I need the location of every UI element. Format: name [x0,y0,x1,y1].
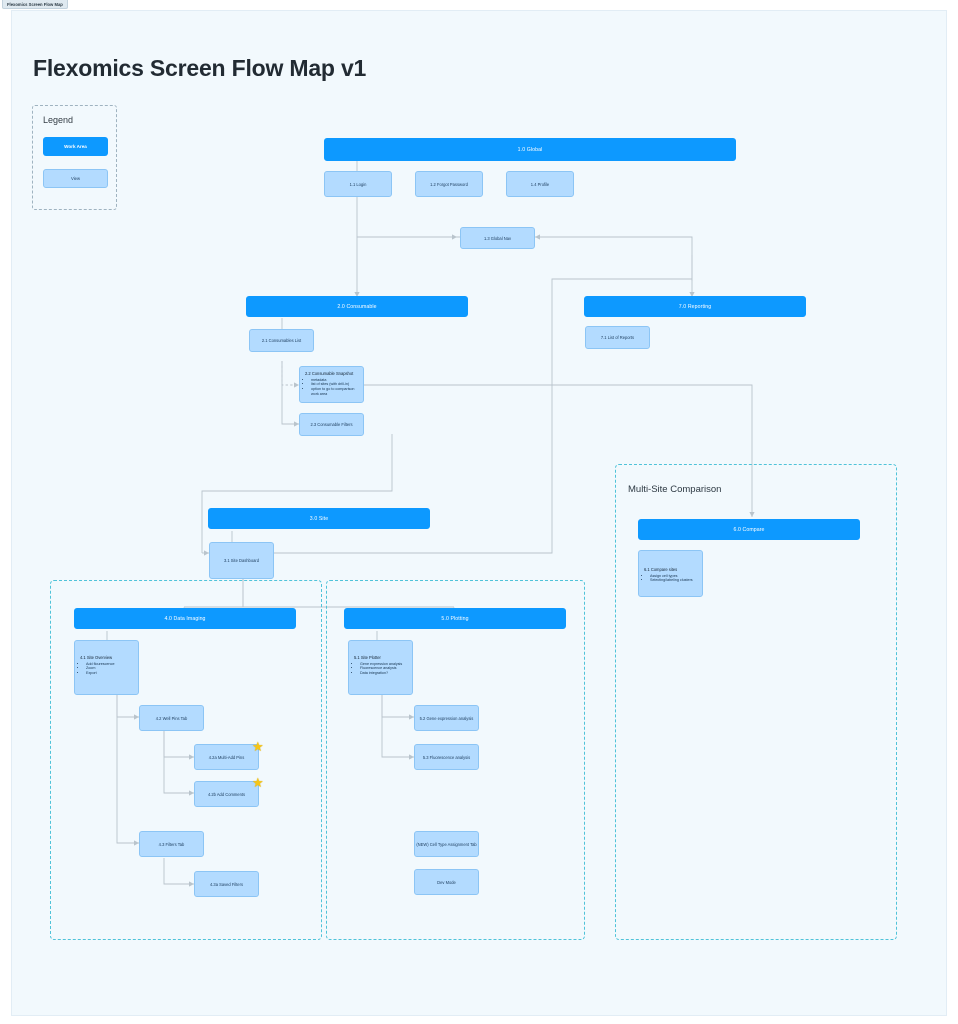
node-saved-filters-label: 4.3a Saved Filters [210,881,243,887]
legend-label-view: View [70,176,80,181]
node-global[interactable]: 1.0 Global [324,138,736,161]
node-consumable-label: 2.0 Consumable [337,303,377,310]
node-consumable-filters[interactable]: 2.3 Consumable Filters [299,413,364,436]
group-title-multi-site-comparison: Multi-Site Comparison [628,484,722,495]
node-data-imaging-label: 4.0 Data Imaging [164,615,206,622]
legend-title: Legend [43,115,74,125]
node-consumable-snapshot-label: 2.2 Consumable Snapshot [305,371,354,376]
node-global-label: 1.0 Global [517,146,543,153]
node-consumables-list-label: 2.1 Consumables List [261,338,302,343]
browser-tab[interactable]: Flexomics Screen Flow Map [2,0,68,9]
node-forgot-password-label: 1.2 Forgot Password [430,181,468,187]
node-site-label: 3.0 Site [309,515,329,522]
node-global-nav[interactable]: 1.3 Global Nav [460,227,535,249]
node-site-plotter-bullets: Gene expression analysis Fluorescence an… [354,662,402,676]
legend-swatch-view: View [43,169,108,188]
node-consumable-snapshot-bullets: metadata list of sites (with drill-in) o… [305,378,358,397]
bullet-item: Add flourescence [86,662,115,667]
node-reporting[interactable]: 7.0 Reporting [584,296,806,317]
bullet-item: Assign cell types [650,574,693,579]
node-filters-tab-label: 4.3 Filters Tab [158,841,185,847]
node-site-overview[interactable]: 4.1 Site Overview Add flourescence Zoom … [74,640,139,695]
node-cell-type-assignment-tab[interactable]: (NEW) Cell Type Assignment Tab [414,831,479,857]
group-multi-site-comparison [615,464,897,940]
node-compare-sites-label: 6.1 Compare sites [644,567,678,572]
node-compare-sites[interactable]: 6.1 Compare sites Assign cell types Sele… [638,550,703,597]
node-consumable-snapshot[interactable]: 2.2 Consumable Snapshot metadata list of… [299,366,364,403]
node-multi-add-pins-label: 4.2a Multi-Add Pins [208,754,245,760]
star-icon: ★ [252,775,264,790]
node-reporting-label: 7.0 Reporting [678,303,712,310]
node-gene-expression-analysis-label: 5.2 Gene expression analysis [419,715,474,721]
node-site-plotter-label: 5.1 Site Plotter [354,655,381,660]
node-site-dashboard[interactable]: 3.1 Site Dashboard [209,542,274,579]
node-cell-type-assignment-tab-label: (NEW) Cell Type Assignment Tab [416,841,477,847]
node-site-plotter[interactable]: 5.1 Site Plotter Gene expression analysi… [348,640,413,695]
node-global-nav-label: 1.3 Global Nav [483,235,512,241]
node-data-imaging[interactable]: 4.0 Data Imaging [74,608,296,629]
node-well-pins-tab[interactable]: 4.2 Well Pins Tab [139,705,204,731]
node-consumables-list[interactable]: 2.1 Consumables List [249,329,314,352]
node-multi-add-pins[interactable]: 4.2a Multi-Add Pins [194,744,259,770]
node-compare[interactable]: 6.0 Compare [638,519,860,540]
node-list-of-reports-label: 7.1 List of Reports [600,335,635,340]
node-fluorescence-analysis[interactable]: 5.3 Fluorescence analysis [414,744,479,770]
node-profile[interactable]: 1.4 Profile [506,171,574,197]
group-data-imaging [50,580,322,940]
page-title: Flexomics Screen Flow Map v1 [33,55,367,81]
node-login-label: 1.1 Login [349,181,367,187]
node-plotting-label: 5.0 Plotting [441,615,469,622]
node-list-of-reports[interactable]: 7.1 List of Reports [585,326,650,349]
node-profile-label: 1.4 Profile [530,181,550,187]
browser-tab-label: Flexomics Screen Flow Map [7,2,63,7]
node-forgot-password[interactable]: 1.2 Forgot Password [415,171,483,197]
node-compare-sites-bullets: Assign cell types Selecting/labeling clu… [644,574,693,583]
node-site[interactable]: 3.0 Site [208,508,430,529]
node-site-dashboard-label: 3.1 Site Dashboard [223,558,260,563]
bullet-item: Gene expression analysis [360,662,402,667]
star-icon: ★ [252,739,264,754]
bullet-item: Data integration? [360,671,402,676]
legend-swatch-work-area: Work Area [43,137,108,156]
bullet-item: Selecting/labeling clusters [650,578,693,583]
node-gene-expression-analysis[interactable]: 5.2 Gene expression analysis [414,705,479,731]
bullet-item: metadata [311,378,358,383]
group-plotting [326,580,585,940]
node-consumable[interactable]: 2.0 Consumable [246,296,468,317]
bullet-item: option to go to comparison work area [311,387,358,396]
node-filters-tab[interactable]: 4.3 Filters Tab [139,831,204,857]
node-compare-label: 6.0 Compare [733,526,765,533]
node-site-overview-bullets: Add flourescence Zoom Export [80,662,115,676]
bullet-item: Fluorescence analysis [360,666,402,671]
node-dev-mode[interactable]: Dev Mode [414,869,479,895]
legend-panel: Legend Work Area View [32,105,117,210]
node-add-comments[interactable]: 4.2b Add Comments [194,781,259,807]
node-well-pins-tab-label: 4.2 Well Pins Tab [155,715,188,721]
node-plotting[interactable]: 5.0 Plotting [344,608,566,629]
legend-label-work-area: Work Area [64,144,87,149]
bullet-item: Zoom [86,666,115,671]
node-saved-filters[interactable]: 4.3a Saved Filters [194,871,259,897]
diagram-canvas[interactable]: Flexomics Screen Flow Map v1 Legend Work… [11,10,947,1016]
node-consumable-filters-label: 2.3 Consumable Filters [310,422,353,427]
node-dev-mode-label: Dev Mode [437,879,456,885]
bullet-item: list of sites (with drill-in) [311,382,358,387]
node-add-comments-label: 4.2b Add Comments [207,791,246,797]
node-site-overview-label: 4.1 Site Overview [80,655,113,660]
bullet-item: Export [86,671,115,676]
node-fluorescence-analysis-label: 5.3 Fluorescence analysis [422,754,471,760]
node-login[interactable]: 1.1 Login [324,171,392,197]
browser-tab-strip: Flexomics Screen Flow Map [0,0,958,10]
